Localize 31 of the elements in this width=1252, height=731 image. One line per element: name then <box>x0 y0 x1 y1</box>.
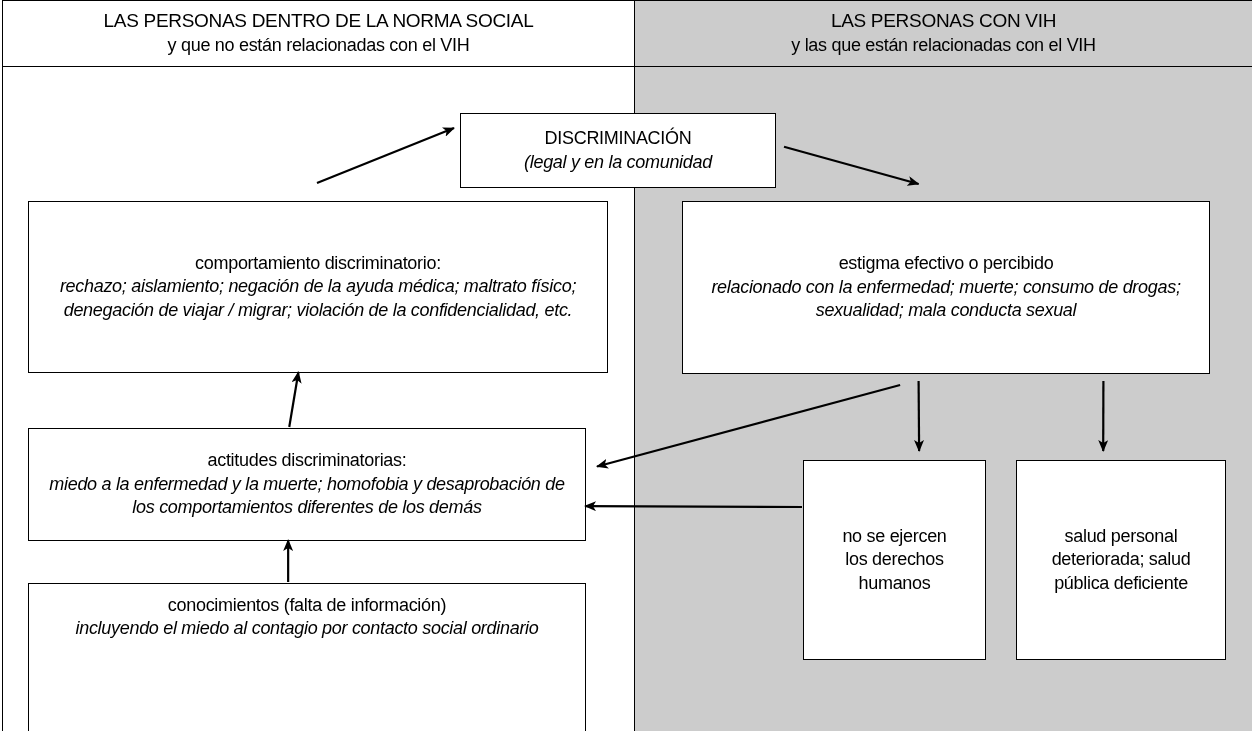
process-box <box>460 113 776 188</box>
process-box <box>28 583 586 731</box>
box-description: (legal y en la comunidad <box>524 150 712 174</box>
box-description: relacionado con la enfermedad; muerte; consumo de drogas; sexualidad; mala conducta sexual <box>710 275 1182 323</box>
box-description: miedo a la enfermedad y la muerte; homofobia y desaprobación de los comportamientos diferentes de los demás <box>48 472 566 520</box>
column-subheading: y que no están relacionadas con el VIH <box>166 34 471 58</box>
box-heading: actitudes discriminatorias: <box>207 449 407 473</box>
column-heading: LAS PERSONAS DENTRO DE LA NORMA SOCIAL <box>102 9 535 34</box>
arrow <box>1098 381 1109 452</box>
box-heading: comportamiento discriminatorio: <box>195 251 441 275</box>
column-heading: LAS PERSONAS CON VIH <box>829 9 1058 34</box>
arrow <box>283 539 294 582</box>
process-box <box>803 460 986 660</box>
box-heading: estigma efectivo o percibido <box>838 252 1054 276</box>
arrow <box>316 126 455 185</box>
box-description: rechazo; aislamiento; negación de la ayuda médica; maltrato físico; denegación de viajar / migrar; violación de la confidencialidad, etc. <box>58 275 578 322</box>
column-subheading: y las que están relacionadas con el VIH <box>790 34 1097 58</box>
process-box <box>682 201 1210 374</box>
box-heading: DISCRIMINACIÓN <box>544 127 692 151</box>
box-heading: salud personal deteriorada; salud pública deficiente <box>1050 524 1192 595</box>
process-box <box>28 201 608 373</box>
arrow <box>584 501 802 512</box>
process-box <box>1016 460 1226 660</box>
arrow <box>596 383 901 469</box>
arrow <box>288 371 302 428</box>
process-box <box>28 428 586 541</box>
box-description: incluyendo el miedo al contagio por contacto social ordinario <box>75 617 539 641</box>
arrow <box>914 381 925 452</box>
arrow <box>783 145 920 186</box>
box-heading: no se ejercen los derechos humanos <box>841 524 948 595</box>
box-heading: conocimientos (falta de información) <box>167 594 447 617</box>
